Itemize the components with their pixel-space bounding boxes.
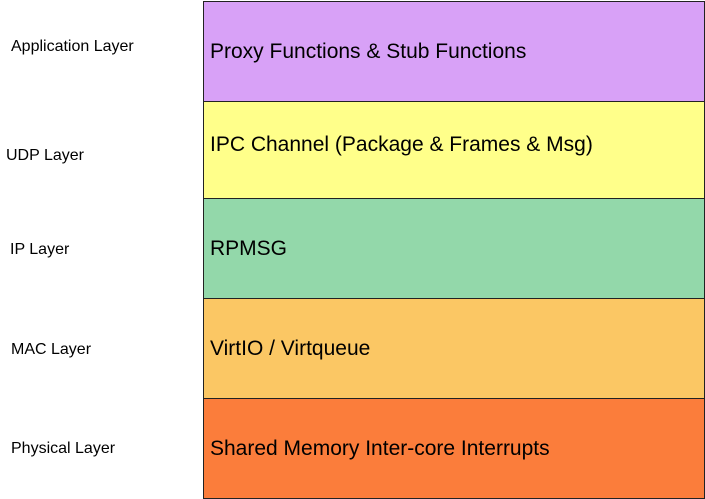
layer-label-udp: UDP Layer xyxy=(6,147,84,164)
component-box-mac: VirtIO / Virtqueue xyxy=(203,298,705,399)
component-text-udp: IPC Channel (Package & Frames & Msg) xyxy=(210,133,593,156)
component-box-application: Proxy Functions & Stub Functions xyxy=(203,1,705,102)
component-text-physical: Shared Memory Inter-core Interrupts xyxy=(210,436,550,460)
component-text-mac: VirtIO / Virtqueue xyxy=(210,336,371,360)
component-box-ip: RPMSG xyxy=(203,198,705,299)
layer-label-ip: IP Layer xyxy=(10,241,70,258)
component-box-physical: Shared Memory Inter-core Interrupts xyxy=(203,398,705,499)
layer-label-application: Application Layer xyxy=(11,38,134,55)
component-text-application: Proxy Functions & Stub Functions xyxy=(210,39,527,63)
layer-label-physical: Physical Layer xyxy=(11,440,116,457)
component-text-ip: RPMSG xyxy=(210,236,288,260)
layer-label-mac: MAC Layer xyxy=(11,341,92,358)
component-box-udp: IPC Channel (Package & Frames & Msg) xyxy=(203,101,705,199)
